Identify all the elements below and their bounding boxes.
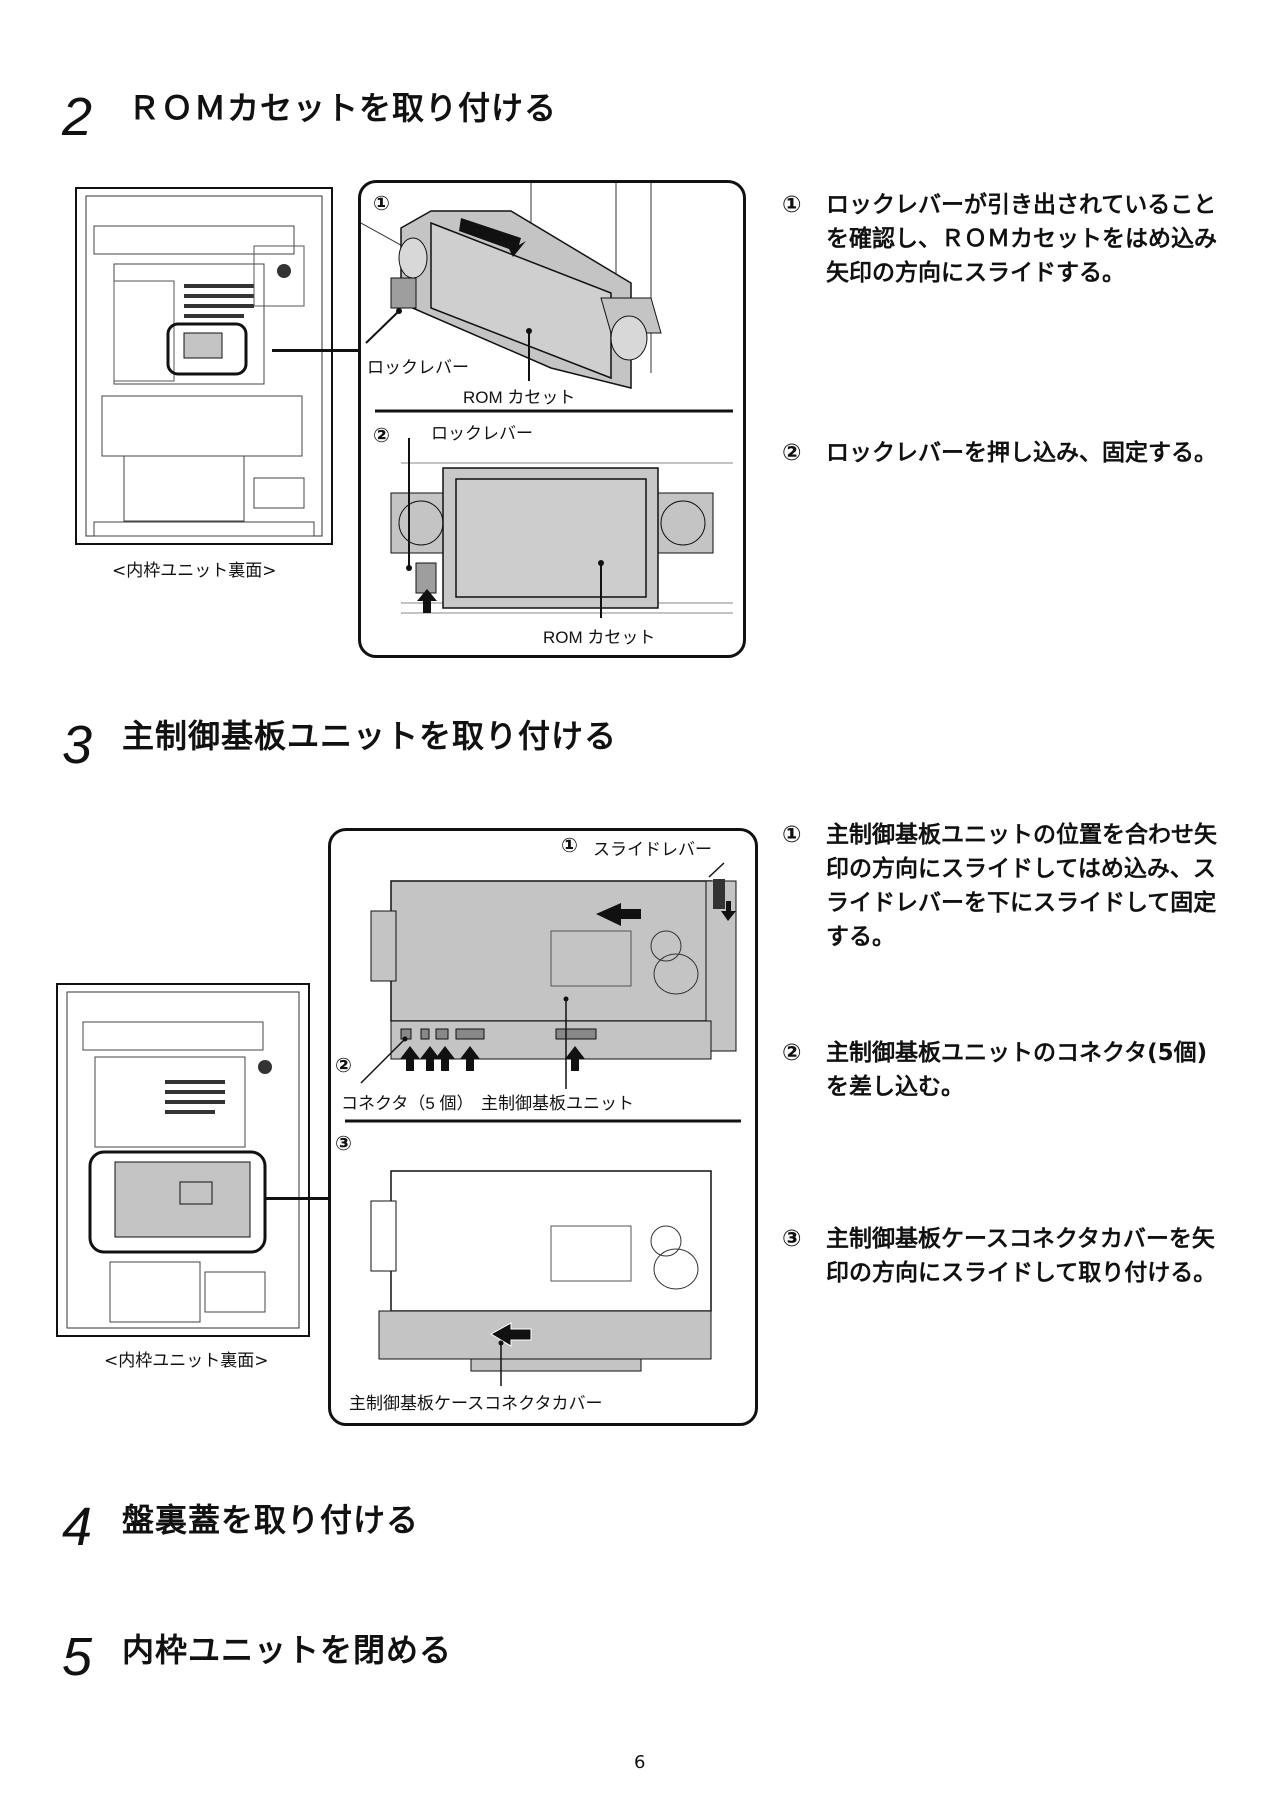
step3-instruction-2: ② 主制御基板ユニットのコネクタ(5個)を差し込む。 xyxy=(782,1036,1242,1106)
step-5-title: 内枠ユニットを閉める xyxy=(122,1631,453,1669)
label-slide-lever: スライドレバー xyxy=(593,840,712,859)
instruction-text: ロックレバーを押し込み、固定する。 xyxy=(826,440,1217,466)
sub-step-1-mark: ① xyxy=(373,191,390,215)
instruction-mark: ② xyxy=(782,1040,802,1066)
instruction-mark: ③ xyxy=(782,1226,802,1252)
instruction-mark: ① xyxy=(782,822,802,848)
instruction-mark: ② xyxy=(782,440,802,466)
step3-instruction-3: ③ 主制御基板ケースコネクタカバーを矢印の方向にスライドして取り付ける。 xyxy=(782,1222,1242,1332)
step-4-number: 4 xyxy=(62,1497,93,1557)
step-5-number: 5 xyxy=(62,1627,93,1687)
step-2-number: 2 xyxy=(62,87,93,147)
label-lock-lever-2: ロックレバー xyxy=(431,424,533,443)
rom-cassette-detail-drawing xyxy=(361,183,733,618)
instruction-text: 主制御基板ケースコネクタカバーを矢印の方向にスライドして取り付ける。 xyxy=(826,1226,1217,1286)
label-lock-lever-1: ロックレバー xyxy=(367,358,469,377)
step-4-title: 盤裏蓋を取り付ける xyxy=(122,1501,420,1539)
instruction-text: 主制御基板ユニットのコネクタ(5個)を差し込む。 xyxy=(826,1040,1208,1100)
label-connectors: コネクタ（5 個） xyxy=(341,1094,474,1113)
step3-instruction-1: ① 主制御基板ユニットの位置を合わせ矢印の方向にスライドしてはめ込み、スライドレ… xyxy=(782,818,1242,958)
label-rom-cassette-2: ROM カセット xyxy=(543,628,656,647)
step2-detail-panel: ① ロックレバー ROM カセット ② ロックレバー ROM カセット xyxy=(358,180,746,658)
label-connector-cover: 主制御基板ケースコネクタカバー xyxy=(349,1394,603,1413)
step3-detail-panel: ① スライドレバー ② コネクタ（5 個） 主制御基板ユニット ③ 主制御基板ケ… xyxy=(328,828,758,1426)
label-main-board-unit: 主制御基板ユニット xyxy=(481,1094,634,1113)
step3-overview-caption: <内枠ユニット裏面> xyxy=(104,1351,269,1371)
sub-step-1-mark: ① xyxy=(561,833,578,857)
main-board-detail-drawing xyxy=(345,862,741,1386)
step2-instruction-2: ② ロックレバーを押し込み、固定する。 xyxy=(782,436,1242,506)
step3-leader-line xyxy=(264,1197,330,1200)
instruction-text: ロックレバーが引き出されていることを確認し、ＲＯＭカセットをはめ込み矢印の方向に… xyxy=(826,192,1217,286)
step2-overview-caption: <内枠ユニット裏面> xyxy=(112,561,277,581)
step2-leader-line xyxy=(272,349,358,352)
step-3-number: 3 xyxy=(62,715,93,775)
step3-overview-figure xyxy=(55,982,311,1338)
step2-overview-figure xyxy=(74,186,336,548)
step-3-title: 主制御基板ユニットを取り付ける xyxy=(122,717,618,755)
instruction-text: 主制御基板ユニットの位置を合わせ矢印の方向にスライドしてはめ込み、スライドレバー… xyxy=(826,822,1217,950)
inner-frame-unit-drawing xyxy=(56,983,310,1337)
sub-step-2-mark: ② xyxy=(335,1053,352,1077)
step2-instruction-1: ① ロックレバーが引き出されていることを確認し、ＲＯＭカセットをはめ込み矢印の方… xyxy=(782,188,1242,298)
sub-step-2-mark: ② xyxy=(373,423,390,447)
label-rom-cassette-1: ROM カセット xyxy=(463,388,576,407)
sub-step-3-mark: ③ xyxy=(335,1131,352,1155)
page-number: 6 xyxy=(634,1752,646,1773)
instruction-mark: ① xyxy=(782,192,802,218)
inner-frame-unit-drawing xyxy=(75,187,333,545)
step-2-title: ＲＯＭカセットを取り付ける xyxy=(128,89,558,127)
